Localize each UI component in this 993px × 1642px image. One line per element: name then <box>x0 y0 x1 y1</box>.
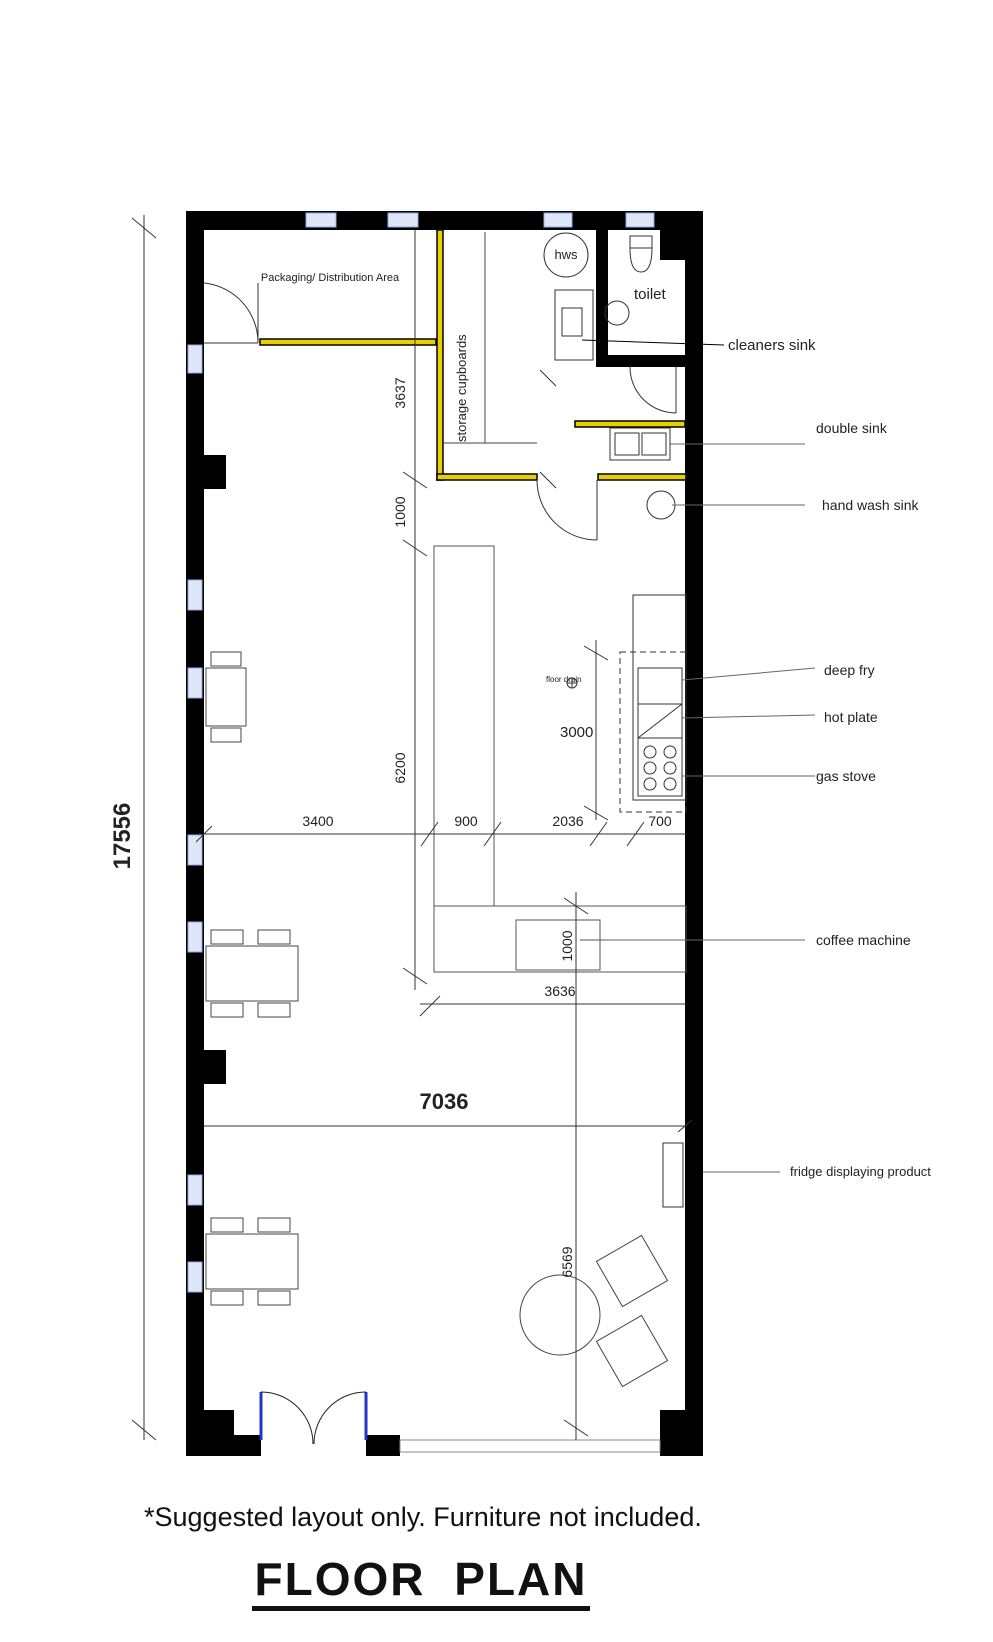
double-sink-label: double sink <box>816 420 888 436</box>
sinks <box>609 427 805 520</box>
dim-6200: 6200 <box>392 752 408 783</box>
service-counter <box>433 545 805 973</box>
fridge <box>662 1142 780 1208</box>
hand-wash-sink-label: hand wash sink <box>822 497 920 513</box>
dim-6569: 6569 <box>559 1246 575 1277</box>
storage-block <box>436 229 687 541</box>
dim-3400: 3400 <box>302 813 333 829</box>
packaging-area-label: Packaging/ Distribution Area <box>261 272 400 284</box>
floor-drain-label: floor drain <box>546 675 582 684</box>
packaging-partition <box>203 282 437 346</box>
hot-plate-label: hot plate <box>824 709 878 725</box>
storage-cupboards-label: storage cupboards <box>454 334 469 442</box>
dim-900: 900 <box>454 813 478 829</box>
toilet-fixtures <box>604 235 677 414</box>
floor-drain <box>566 677 578 689</box>
hws-label: hws <box>554 247 578 262</box>
fridge-label: fridge displaying product <box>790 1164 931 1179</box>
dim-700: 700 <box>648 813 672 829</box>
dim-3636: 3636 <box>544 983 575 999</box>
dim-3637: 3637 <box>392 377 408 408</box>
kitchen-equipment <box>619 594 816 813</box>
cleaners-sink-label: cleaners sink <box>728 337 816 354</box>
dim-1000-lower: 1000 <box>559 930 575 961</box>
entry-doors <box>259 1391 368 1445</box>
coffee-machine-label: coffee machine <box>816 932 911 948</box>
dim-total-width: 7036 <box>420 1089 469 1114</box>
floor-plan-title: FLOOR PLAN <box>252 1552 590 1611</box>
dim-1000-upper: 1000 <box>392 496 408 527</box>
hws-and-cleaners-sink <box>543 232 725 361</box>
gas-stove-label: gas stove <box>816 768 876 784</box>
dim-total-length: 17556 <box>109 803 136 870</box>
disclaimer-note: *Suggested layout only. Furniture not in… <box>144 1502 702 1532</box>
toilet-label: toilet <box>634 286 667 303</box>
dim-3000: 3000 <box>560 724 593 741</box>
toilet-room <box>596 211 686 367</box>
deep-fry-label: deep fry <box>824 662 875 678</box>
dimension-lines <box>131 215 693 1441</box>
dining-furniture <box>205 651 669 1388</box>
wall-windows <box>187 212 661 1453</box>
floor-plan-drawing: Packaging/ Distribution Area storage cup… <box>109 211 931 1456</box>
dim-2036: 2036 <box>552 813 583 829</box>
